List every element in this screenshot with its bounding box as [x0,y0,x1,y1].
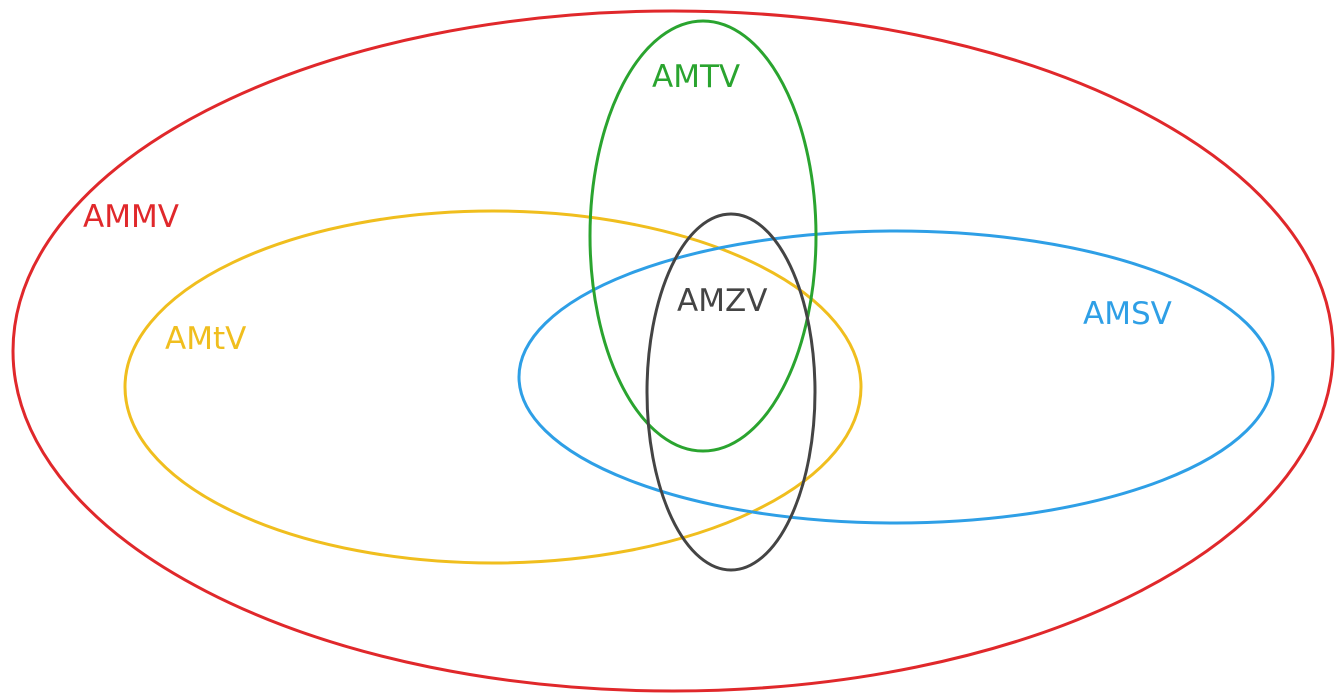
amsv-label: AMSV [1083,296,1172,332]
amtv-label: AMTV [652,59,740,95]
amtv-ellipse [588,19,818,453]
amsv-ellipse [517,229,1275,525]
amzv-label: AMZV [677,283,767,319]
ammv-ellipse [11,9,1335,693]
amtv-lower-label: AMtV [165,321,246,357]
ammv-label: AMMV [83,199,179,235]
amzv-ellipse [645,212,817,572]
amtv-lower-ellipse [123,209,863,565]
